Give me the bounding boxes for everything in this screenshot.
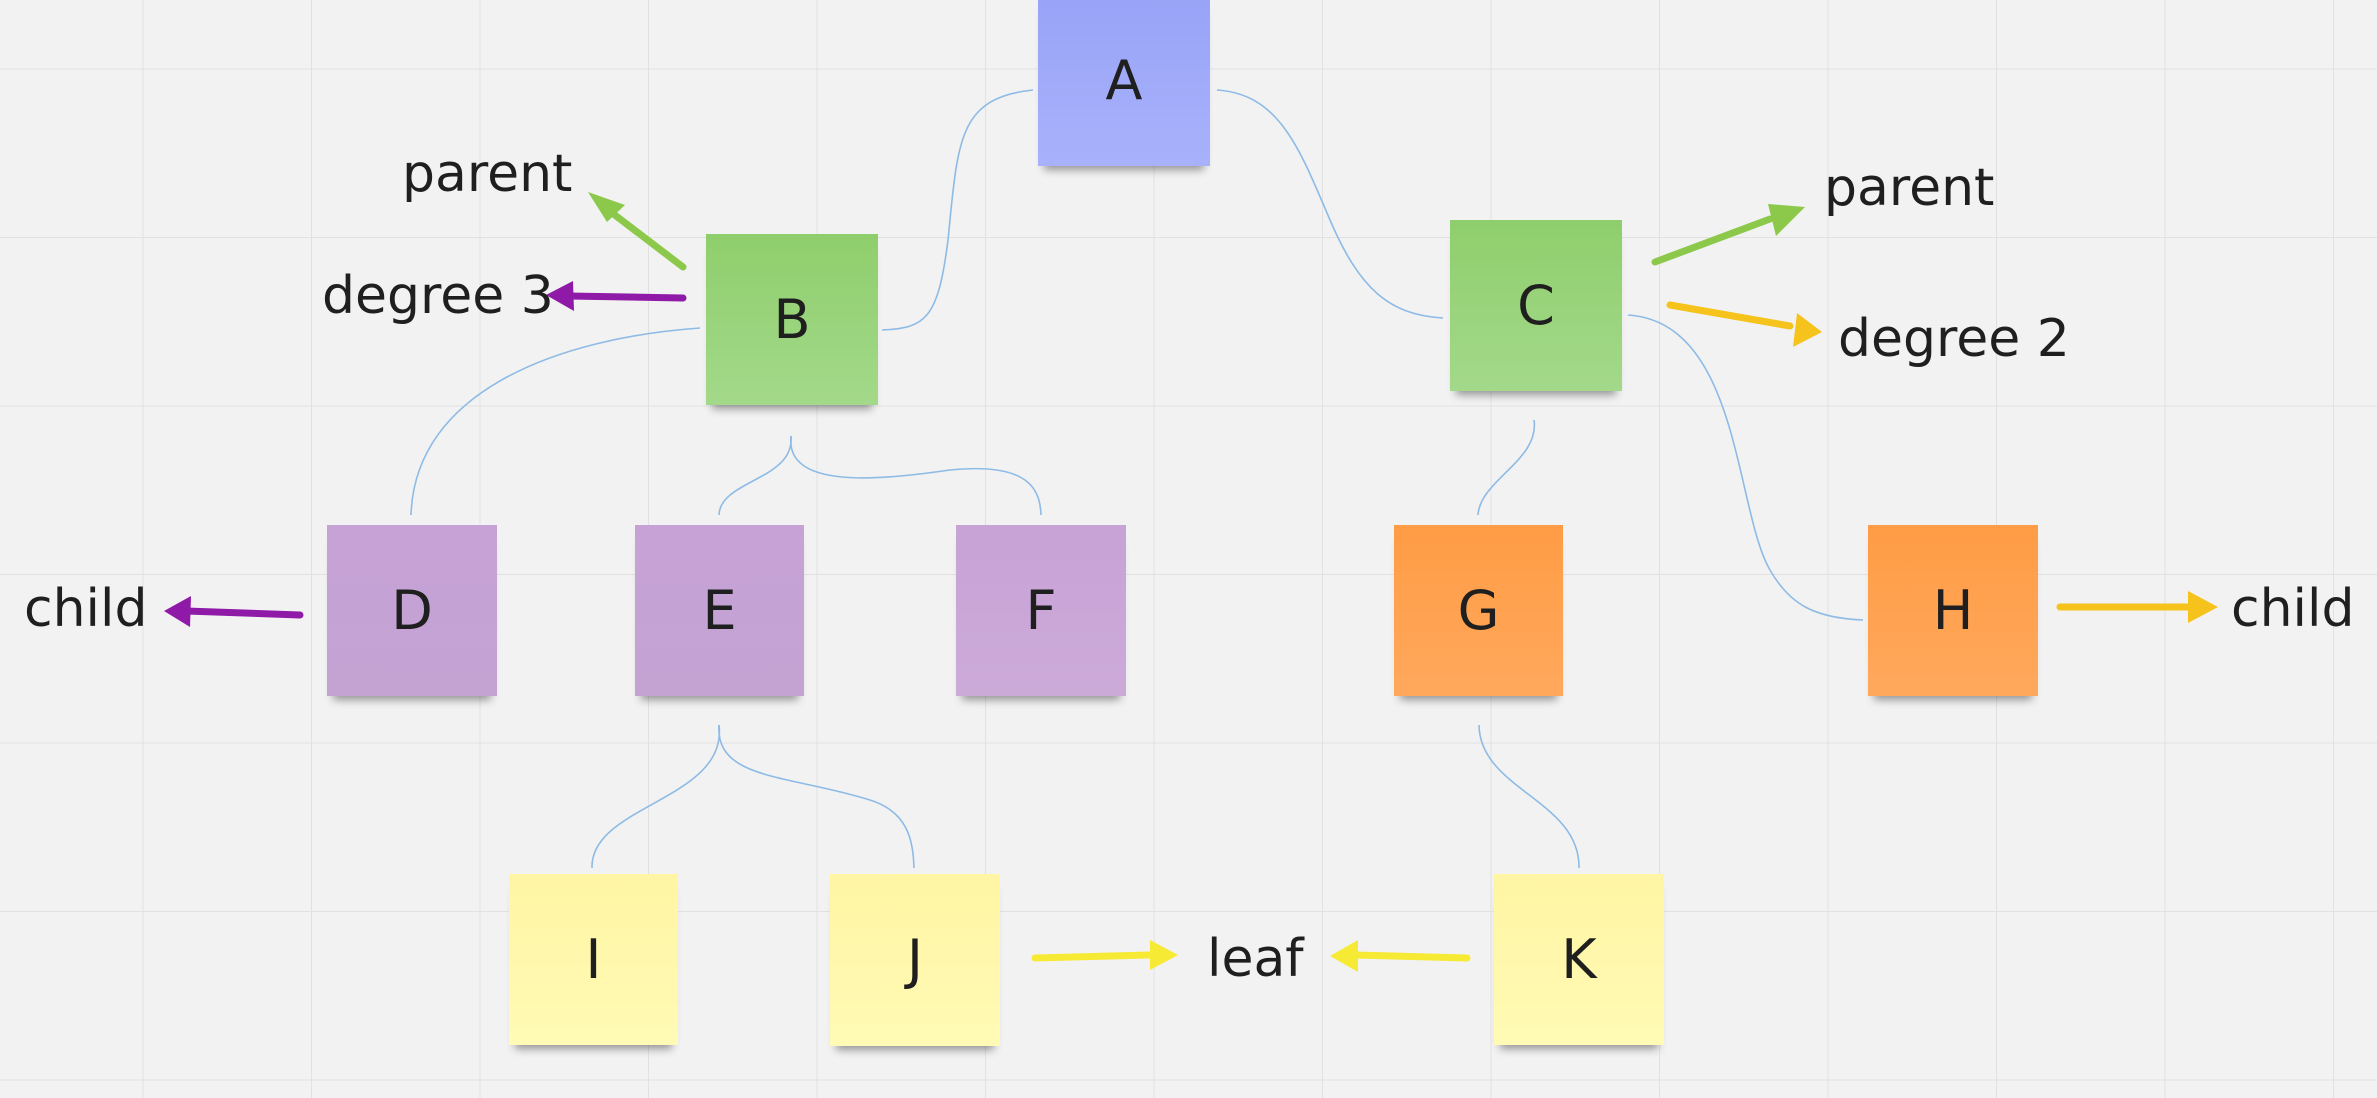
connector-b-f[interactable] (790, 435, 1042, 516)
label-child-d[interactable]: child (24, 579, 148, 639)
sticky-note-c[interactable]: C (1450, 220, 1622, 391)
connector-e-i[interactable] (591, 724, 720, 869)
connector-e-j[interactable] (718, 724, 915, 869)
sticky-note-f[interactable]: F (956, 525, 1126, 696)
label-leaf[interactable]: leaf (1207, 929, 1304, 989)
sticky-note-g[interactable]: G (1394, 525, 1563, 696)
node-label-c: C (1517, 273, 1555, 337)
label-parent-c[interactable]: parent (1824, 158, 1995, 218)
node-label-k: K (1561, 927, 1597, 991)
node-label-h: H (1932, 578, 1974, 642)
node-label-b: B (773, 287, 811, 351)
node-label-e: E (702, 578, 737, 642)
node-label-g: G (1457, 578, 1500, 642)
label-parent-b[interactable]: parent (402, 144, 573, 204)
arrow-parent-b[interactable] (588, 192, 687, 271)
connector-a-b[interactable] (881, 89, 1034, 331)
node-label-i: I (585, 927, 602, 991)
connector-c-g[interactable] (1477, 419, 1535, 516)
node-label-j: J (907, 928, 923, 991)
connector-b-d[interactable] (410, 327, 701, 516)
sticky-note-e[interactable]: E (635, 525, 804, 696)
arrow-leaf-from-j[interactable] (1031, 940, 1178, 970)
arrow-leaf-from-k[interactable] (1330, 940, 1471, 972)
connector-c-h[interactable] (1627, 314, 1864, 621)
connector-g-k[interactable] (1478, 724, 1580, 869)
sticky-note-a[interactable]: A (1038, 0, 1210, 166)
sticky-note-i[interactable]: I (509, 874, 678, 1045)
connector-a-c[interactable] (1216, 89, 1444, 319)
node-label-f: F (1025, 578, 1057, 642)
connector-b-e[interactable] (718, 435, 792, 516)
label-child-h[interactable]: child (2231, 579, 2355, 639)
sticky-note-h[interactable]: H (1868, 525, 2038, 696)
arrow-degree-c[interactable] (1666, 301, 1822, 347)
arrow-parent-c[interactable] (1651, 204, 1805, 266)
label-degree-3[interactable]: degree 3 (322, 266, 554, 326)
node-label-a: A (1105, 49, 1143, 112)
sticky-note-d[interactable]: D (327, 525, 497, 696)
sticky-note-j[interactable]: J (830, 874, 1000, 1046)
label-degree-2[interactable]: degree 2 (1838, 309, 2070, 369)
arrow-child-h[interactable] (2056, 591, 2218, 623)
sticky-note-b[interactable]: B (706, 234, 878, 405)
node-label-d: D (391, 578, 433, 642)
sticky-note-k[interactable]: K (1494, 874, 1664, 1045)
arrow-child-d[interactable] (164, 596, 304, 627)
arrow-degree-b[interactable] (546, 281, 687, 311)
